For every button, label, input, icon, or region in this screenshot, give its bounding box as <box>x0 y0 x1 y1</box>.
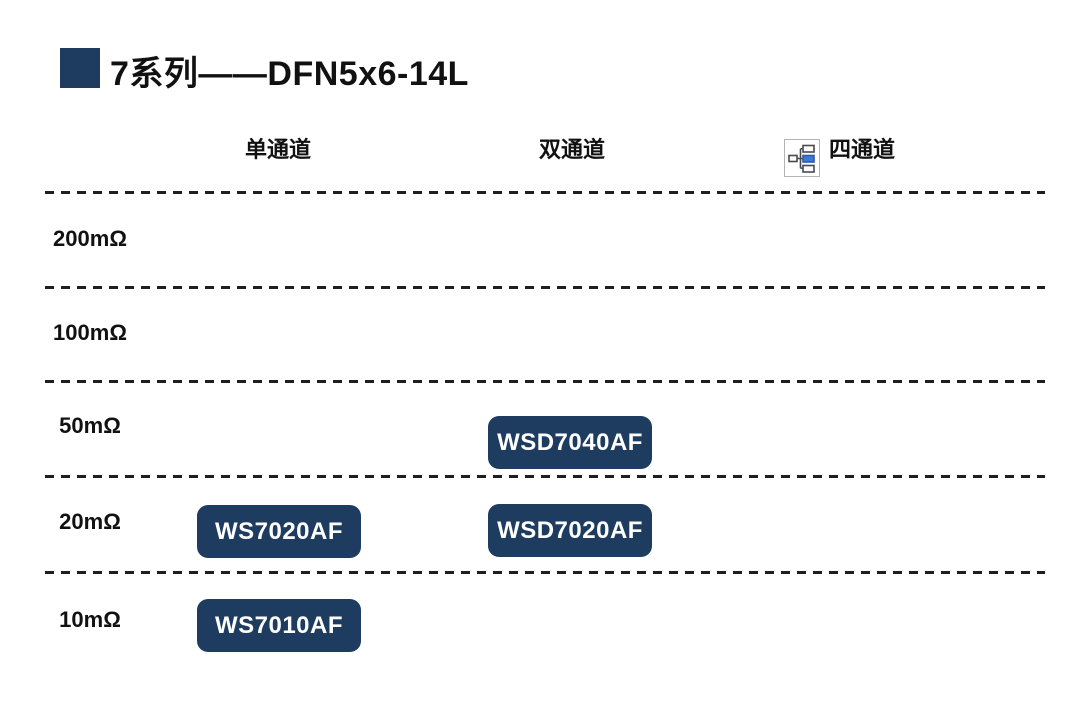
dashed-divider <box>45 475 1045 478</box>
part-badge-wsd7020af[interactable]: WSD7020AF <box>488 504 652 557</box>
dashed-divider <box>45 191 1045 194</box>
column-header-dual-channel: 双通道 <box>538 137 606 162</box>
dashed-divider <box>45 286 1045 289</box>
channel-diagram-icon <box>784 139 820 177</box>
part-badge-ws7010af[interactable]: WS7010AF <box>197 599 361 652</box>
title-accent-square <box>60 48 100 88</box>
row-label-10mohm: 10mΩ <box>59 607 121 632</box>
dashed-divider <box>45 571 1045 574</box>
part-badge-ws7020af[interactable]: WS7020AF <box>197 505 361 558</box>
row-label-100mohm: 100mΩ <box>53 320 127 345</box>
column-header-single-channel: 单通道 <box>244 137 312 162</box>
part-badge-wsd7040af[interactable]: WSD7040AF <box>488 416 652 469</box>
row-label-50mohm: 50mΩ <box>59 413 121 438</box>
page-title: 7系列——DFN5x6-14L <box>110 55 469 93</box>
row-label-20mohm: 20mΩ <box>59 509 121 534</box>
row-label-200mohm: 200mΩ <box>53 226 127 251</box>
column-header-quad-channel: 四通道 <box>828 137 896 162</box>
dashed-divider <box>45 380 1045 383</box>
